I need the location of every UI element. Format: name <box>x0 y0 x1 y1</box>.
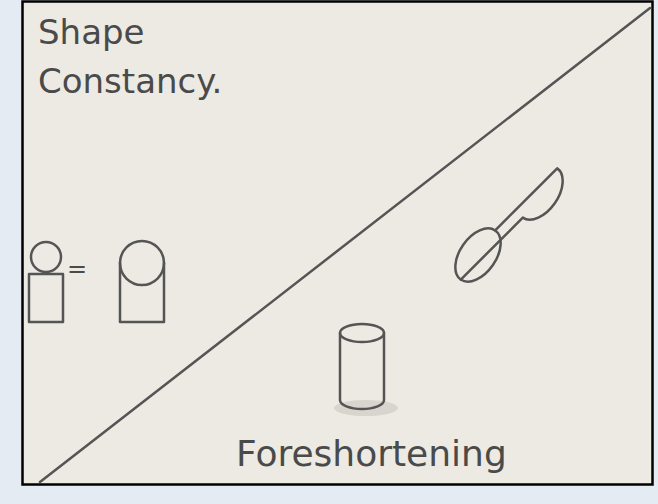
cylinder-body <box>120 263 164 322</box>
small-rectangle <box>29 274 63 322</box>
heading-label: Foreshortening <box>236 428 566 480</box>
standing-cylinder-body <box>340 333 384 409</box>
photo-frame <box>23 2 653 485</box>
small-circle <box>31 242 61 272</box>
tilted-cylinder-end <box>446 220 510 290</box>
standing-cylinder-top <box>340 324 384 342</box>
tilted-cylinder-body <box>461 168 563 279</box>
cylinder-top <box>120 241 164 285</box>
heading-label: Shape Constancy. <box>38 8 238 107</box>
equals-sign: = <box>67 252 89 287</box>
